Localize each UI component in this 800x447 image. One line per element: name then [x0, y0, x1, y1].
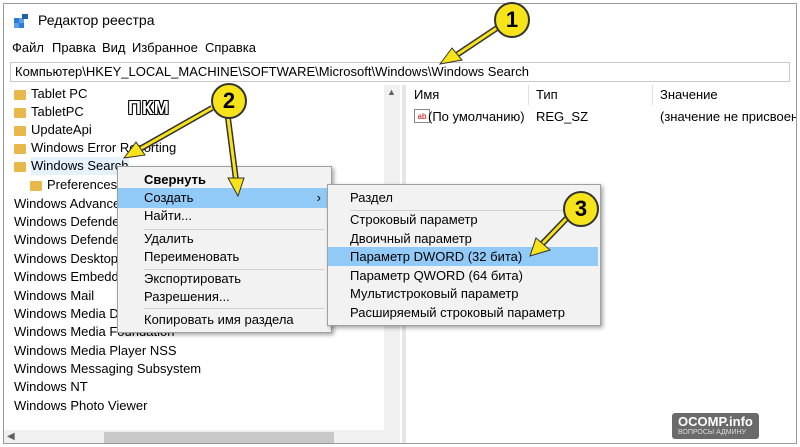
site-watermark: OCOMP.info ВОПРОСЫ АДМИНУ: [672, 413, 759, 439]
menu-view[interactable]: Вид: [102, 40, 126, 55]
menu-collapse[interactable]: Свернуть: [144, 172, 206, 187]
tree-item[interactable]: Preferences: [47, 177, 118, 192]
tree-item-selected[interactable]: Windows Search: [31, 157, 129, 175]
menu-separator: [144, 269, 324, 270]
column-header-type[interactable]: Тип: [536, 87, 558, 102]
tree-item[interactable]: Windows Defender: [14, 214, 124, 229]
tree-item[interactable]: Windows Photo Viewer: [14, 398, 148, 413]
menu-favorites[interactable]: Избранное: [132, 40, 198, 55]
window-title: Редактор реестра: [38, 12, 155, 28]
submenu-binary-value[interactable]: Двоичный параметр: [350, 231, 472, 246]
registry-editor-icon: [14, 14, 28, 28]
chevron-right-icon: ›: [316, 190, 321, 205]
menu-file[interactable]: Файл: [12, 40, 44, 55]
context-menu: Свернуть Создать › Найти... Удалить Пере…: [117, 166, 332, 333]
menu-create-label: Создать: [144, 190, 194, 205]
scroll-thumb[interactable]: [104, 432, 334, 443]
tree-item[interactable]: UpdateApi: [31, 122, 92, 137]
folder-icon: [14, 126, 26, 136]
column-header-value[interactable]: Значение: [660, 87, 718, 102]
tree-item[interactable]: Windows NT: [14, 379, 88, 394]
tree-item[interactable]: Windows Embedded: [14, 269, 134, 284]
tree-item[interactable]: Tablet PC: [31, 86, 88, 101]
menu-export[interactable]: Экспортировать: [144, 271, 241, 286]
folder-icon: [30, 181, 42, 191]
menu-separator: [144, 308, 324, 309]
submenu-expandable-string-value[interactable]: Расширяемый строковый параметр: [350, 305, 565, 320]
string-value-icon: ab: [414, 109, 430, 123]
menu-find[interactable]: Найти...: [144, 208, 192, 223]
step-badge-3: 3: [563, 191, 599, 227]
column-separator[interactable]: [652, 85, 653, 105]
folder-icon: [14, 144, 26, 154]
value-type: REG_SZ: [536, 109, 589, 124]
menu-separator: [144, 229, 324, 230]
menu-permissions[interactable]: Разрешения...: [144, 289, 230, 304]
menu-help[interactable]: Справка: [205, 40, 256, 55]
column-header-name[interactable]: Имя: [414, 87, 440, 102]
menu-copy-key-name[interactable]: Копировать имя раздела: [144, 312, 294, 327]
folder-icon: [14, 108, 26, 118]
step-badge-1: 1: [494, 2, 530, 38]
annotation-rmb-label: ПКМ: [128, 98, 170, 118]
tree-horizontal-scrollbar[interactable]: ◀: [4, 430, 400, 443]
menu-separator: [350, 210, 590, 211]
tree-item[interactable]: Windows Messaging Subsystem: [14, 361, 202, 376]
folder-icon: [14, 90, 26, 100]
watermark-title: OCOMP.info: [678, 414, 753, 429]
scroll-up-icon[interactable]: ▲: [387, 87, 396, 97]
column-separator[interactable]: [528, 85, 529, 105]
value-data: (значение не присвоено): [660, 109, 797, 124]
folder-icon: [14, 162, 26, 172]
submenu-dword-value[interactable]: Параметр DWORD (32 бита): [328, 247, 598, 266]
menu-rename[interactable]: Переименовать: [144, 249, 240, 264]
tree-item[interactable]: Windows Error Reporting: [31, 140, 177, 155]
address-bar[interactable]: Компьютер\HKEY_LOCAL_MACHINE\SOFTWARE\Mi…: [10, 62, 790, 82]
title-bar: Редактор реестра: [4, 4, 796, 36]
tree-item[interactable]: Windows Mail: [14, 288, 95, 303]
step-badge-2: 2: [211, 83, 247, 119]
registry-tree: Tablet PC TabletPC UpdateApi Windows Err…: [4, 85, 402, 443]
tree-item[interactable]: TabletPC: [31, 104, 84, 119]
menu-edit[interactable]: Правка: [52, 40, 96, 55]
submenu-string-value[interactable]: Строковый параметр: [350, 212, 478, 227]
submenu-key[interactable]: Раздел: [350, 190, 393, 205]
menu-delete[interactable]: Удалить: [144, 231, 194, 246]
submenu-multistring-value[interactable]: Мультистроковый параметр: [350, 286, 519, 301]
watermark-subtitle: ВОПРОСЫ АДМИНУ: [678, 429, 747, 436]
tree-item[interactable]: Windows Media Player NSS: [14, 343, 177, 358]
values-list: Имя Тип Значение ab (По умолчанию) REG_S…: [406, 85, 797, 443]
submenu-qword-value[interactable]: Параметр QWORD (64 бита): [350, 268, 523, 283]
value-name[interactable]: (По умолчанию): [428, 109, 525, 124]
scroll-left-icon[interactable]: ◀: [7, 431, 15, 442]
create-submenu: Раздел Строковый параметр Двоичный парам…: [327, 184, 601, 326]
menu-create[interactable]: Создать ›: [118, 188, 329, 208]
